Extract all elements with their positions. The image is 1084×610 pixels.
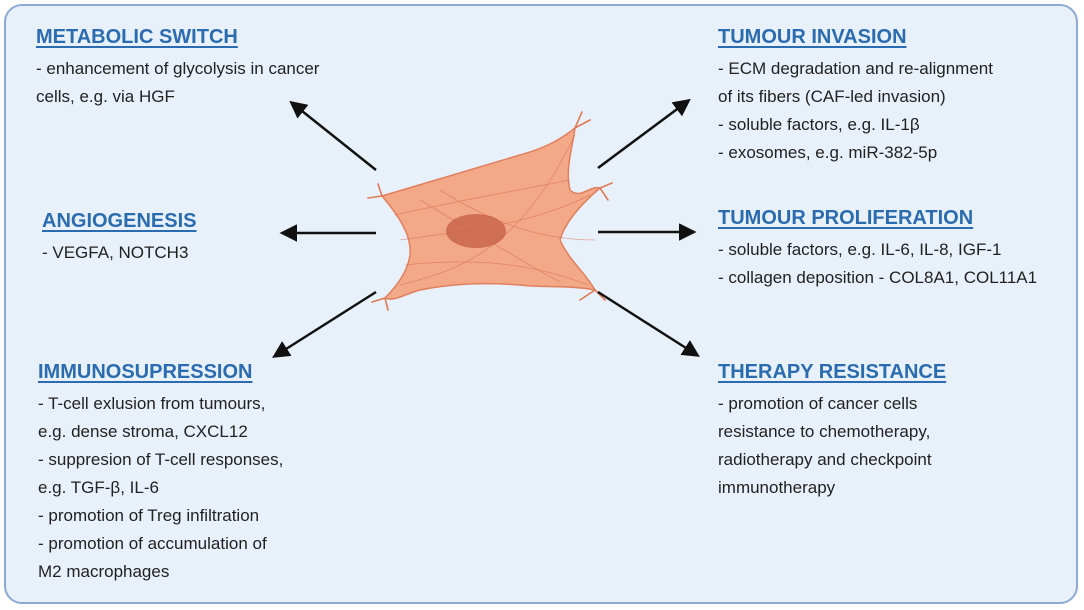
invasion-line: - exosomes, e.g. miR-382-5p — [718, 143, 938, 162]
arrow-immunosupression — [272, 290, 377, 358]
metabolic-line: cells, e.g. via HGF — [36, 87, 175, 106]
immunosupression-line: - promotion of accumulation of — [38, 534, 267, 553]
proliferation-line: - soluble factors, e.g. IL-6, IL-8, IGF-… — [718, 240, 1002, 259]
invasion-line: - ECM degradation and re-alignment — [718, 59, 993, 78]
diagram-panel — [4, 4, 1078, 604]
metabolic-switch-block: METABOLIC SWITCH - enhancement of glycol… — [36, 26, 319, 111]
immunosupression-line: M2 macrophages — [38, 562, 170, 581]
angiogenesis-block: ANGIOGENESIS - VEGFA, NOTCH3 — [42, 210, 196, 267]
angiogenesis-line: - VEGFA, NOTCH3 — [42, 243, 189, 262]
immunosupression-line: e.g. TGF-β, IL-6 — [38, 478, 159, 497]
invasion-line: - soluble factors, e.g. IL-1β — [718, 115, 920, 134]
therapy-line: immunotherapy — [718, 478, 836, 497]
immunosupression-line: e.g. dense stroma, CXCL12 — [38, 422, 248, 441]
cell-protrusions — [367, 111, 613, 311]
tumour-invasion-block: TUMOUR INVASION - ECM degradation and re… — [718, 26, 993, 167]
immunosupression-line: - promotion of Treg infiltration — [38, 506, 260, 525]
invasion-line: of its fibers (CAF-led invasion) — [718, 87, 946, 106]
fibroblast-cell-icon — [367, 111, 613, 311]
nucleus — [446, 214, 506, 248]
immunosupression-block: IMMUNOSUPRESSION - T-cell exlusion from … — [38, 361, 283, 586]
arrow-therapy — [597, 290, 700, 357]
therapy-resistance-block: THERAPY RESISTANCE - promotion of cancer… — [718, 361, 946, 502]
tumour-invasion-heading: TUMOUR INVASION — [718, 26, 907, 48]
angiogenesis-heading: ANGIOGENESIS — [42, 210, 197, 232]
arrow-metabolic — [289, 100, 377, 171]
metabolic-line: - enhancement of glycolysis in cancer — [36, 59, 320, 78]
proliferation-line: - collagen deposition - COL8A1, COL11A1 — [718, 268, 1038, 287]
tumour-proliferation-block: TUMOUR PROLIFERATION - soluble factors, … — [718, 207, 1037, 292]
metabolic-switch-heading: METABOLIC SWITCH — [36, 26, 238, 48]
arrow-invasion — [597, 98, 691, 170]
immunosupression-heading: IMMUNOSUPRESSION — [38, 361, 253, 383]
therapy-line: radiotherapy and checkpoint — [718, 450, 932, 469]
therapy-line: - promotion of cancer cells — [718, 394, 918, 413]
therapy-resistance-heading: THERAPY RESISTANCE — [718, 361, 947, 383]
therapy-line: resistance to chemotherapy, — [718, 422, 931, 441]
immunosupression-line: - T-cell exlusion from tumours, — [38, 394, 266, 413]
tumour-proliferation-heading: TUMOUR PROLIFERATION — [718, 207, 974, 229]
immunosupression-line: - suppresion of T-cell responses, — [38, 450, 284, 469]
cell-body — [380, 126, 602, 300]
